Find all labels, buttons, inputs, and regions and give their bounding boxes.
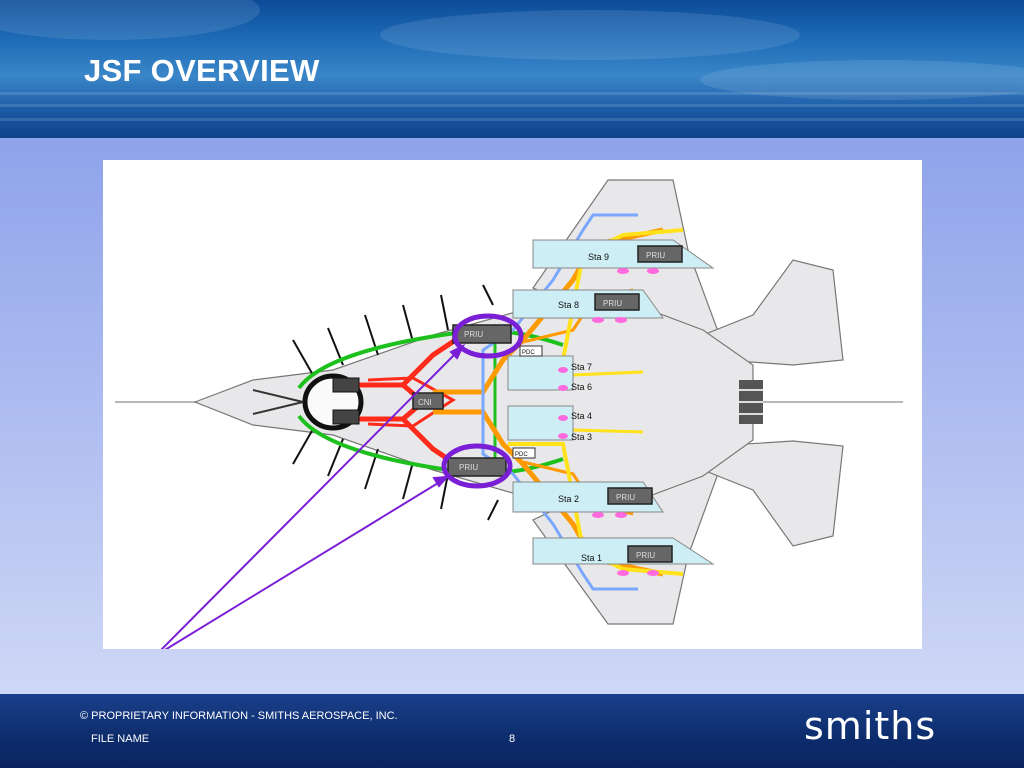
unit-box [637, 245, 683, 263]
unit-box [412, 392, 444, 410]
unit-label: PRIU [636, 551, 655, 560]
page-number: 8 [509, 733, 516, 745]
station-label: Sta 2 [558, 494, 579, 504]
smiths-logo: smiths [804, 704, 937, 748]
wave-decor [0, 92, 1024, 95]
cloud-decor [700, 60, 1024, 100]
cloud-decor [0, 0, 260, 40]
wire-red-secondary [367, 376, 456, 428]
highlight-circle-lower [441, 443, 513, 489]
unit-box-small [512, 447, 536, 459]
sensor-box [332, 377, 360, 393]
sensor-box [332, 409, 360, 425]
cloud-decor [380, 10, 800, 60]
unit-label: PRIU [464, 330, 483, 339]
station-label: Sta 3 [571, 432, 592, 442]
unit-label: PDC [522, 350, 535, 356]
unit-box [627, 545, 673, 563]
header-banner: JSF OVERVIEW [0, 0, 1024, 138]
wire-blue [481, 213, 638, 591]
unit-label: CNI [418, 398, 432, 407]
station-label: Sta 1 [581, 553, 602, 563]
slide-title: JSF OVERVIEW [84, 53, 320, 88]
unit-label: PRIU [459, 463, 478, 472]
file-name-text: FILE NAME [91, 733, 150, 745]
unit-box [447, 457, 507, 477]
unit-label: PRIU [646, 251, 665, 260]
unit-box [607, 487, 653, 505]
diagram-panel: Sta 9 Sta 8 Sta 7 Sta 6 Sta 4 Sta 3 Sta … [103, 160, 922, 649]
unit-box [594, 293, 640, 311]
aircraft-diagram: Sta 9 Sta 8 Sta 7 Sta 6 Sta 4 Sta 3 Sta … [115, 179, 903, 649]
highlight-circle-upper [452, 313, 524, 359]
wave-decor [0, 118, 1024, 121]
copyright-text: © PROPRIETARY INFORMATION - SMITHS AEROS… [80, 710, 398, 722]
station-label: Sta 6 [571, 382, 592, 392]
station-label: Sta 7 [571, 362, 592, 372]
nose-detail [252, 389, 304, 403]
connector-dots [558, 268, 659, 576]
footer-bar: © PROPRIETARY INFORMATION - SMITHS AEROS… [0, 694, 1024, 768]
unit-box-small [519, 345, 543, 357]
station-label: Sta 8 [558, 300, 579, 310]
nose-detail [252, 401, 304, 415]
unit-label: PRIU [616, 493, 635, 502]
pointer-arrows [160, 343, 466, 649]
wave-decor [0, 104, 1024, 107]
station-label: Sta 4 [571, 411, 592, 421]
station-label: Sta 9 [588, 252, 609, 262]
unit-label: PDC [515, 452, 528, 458]
unit-label: PRIU [603, 299, 622, 308]
